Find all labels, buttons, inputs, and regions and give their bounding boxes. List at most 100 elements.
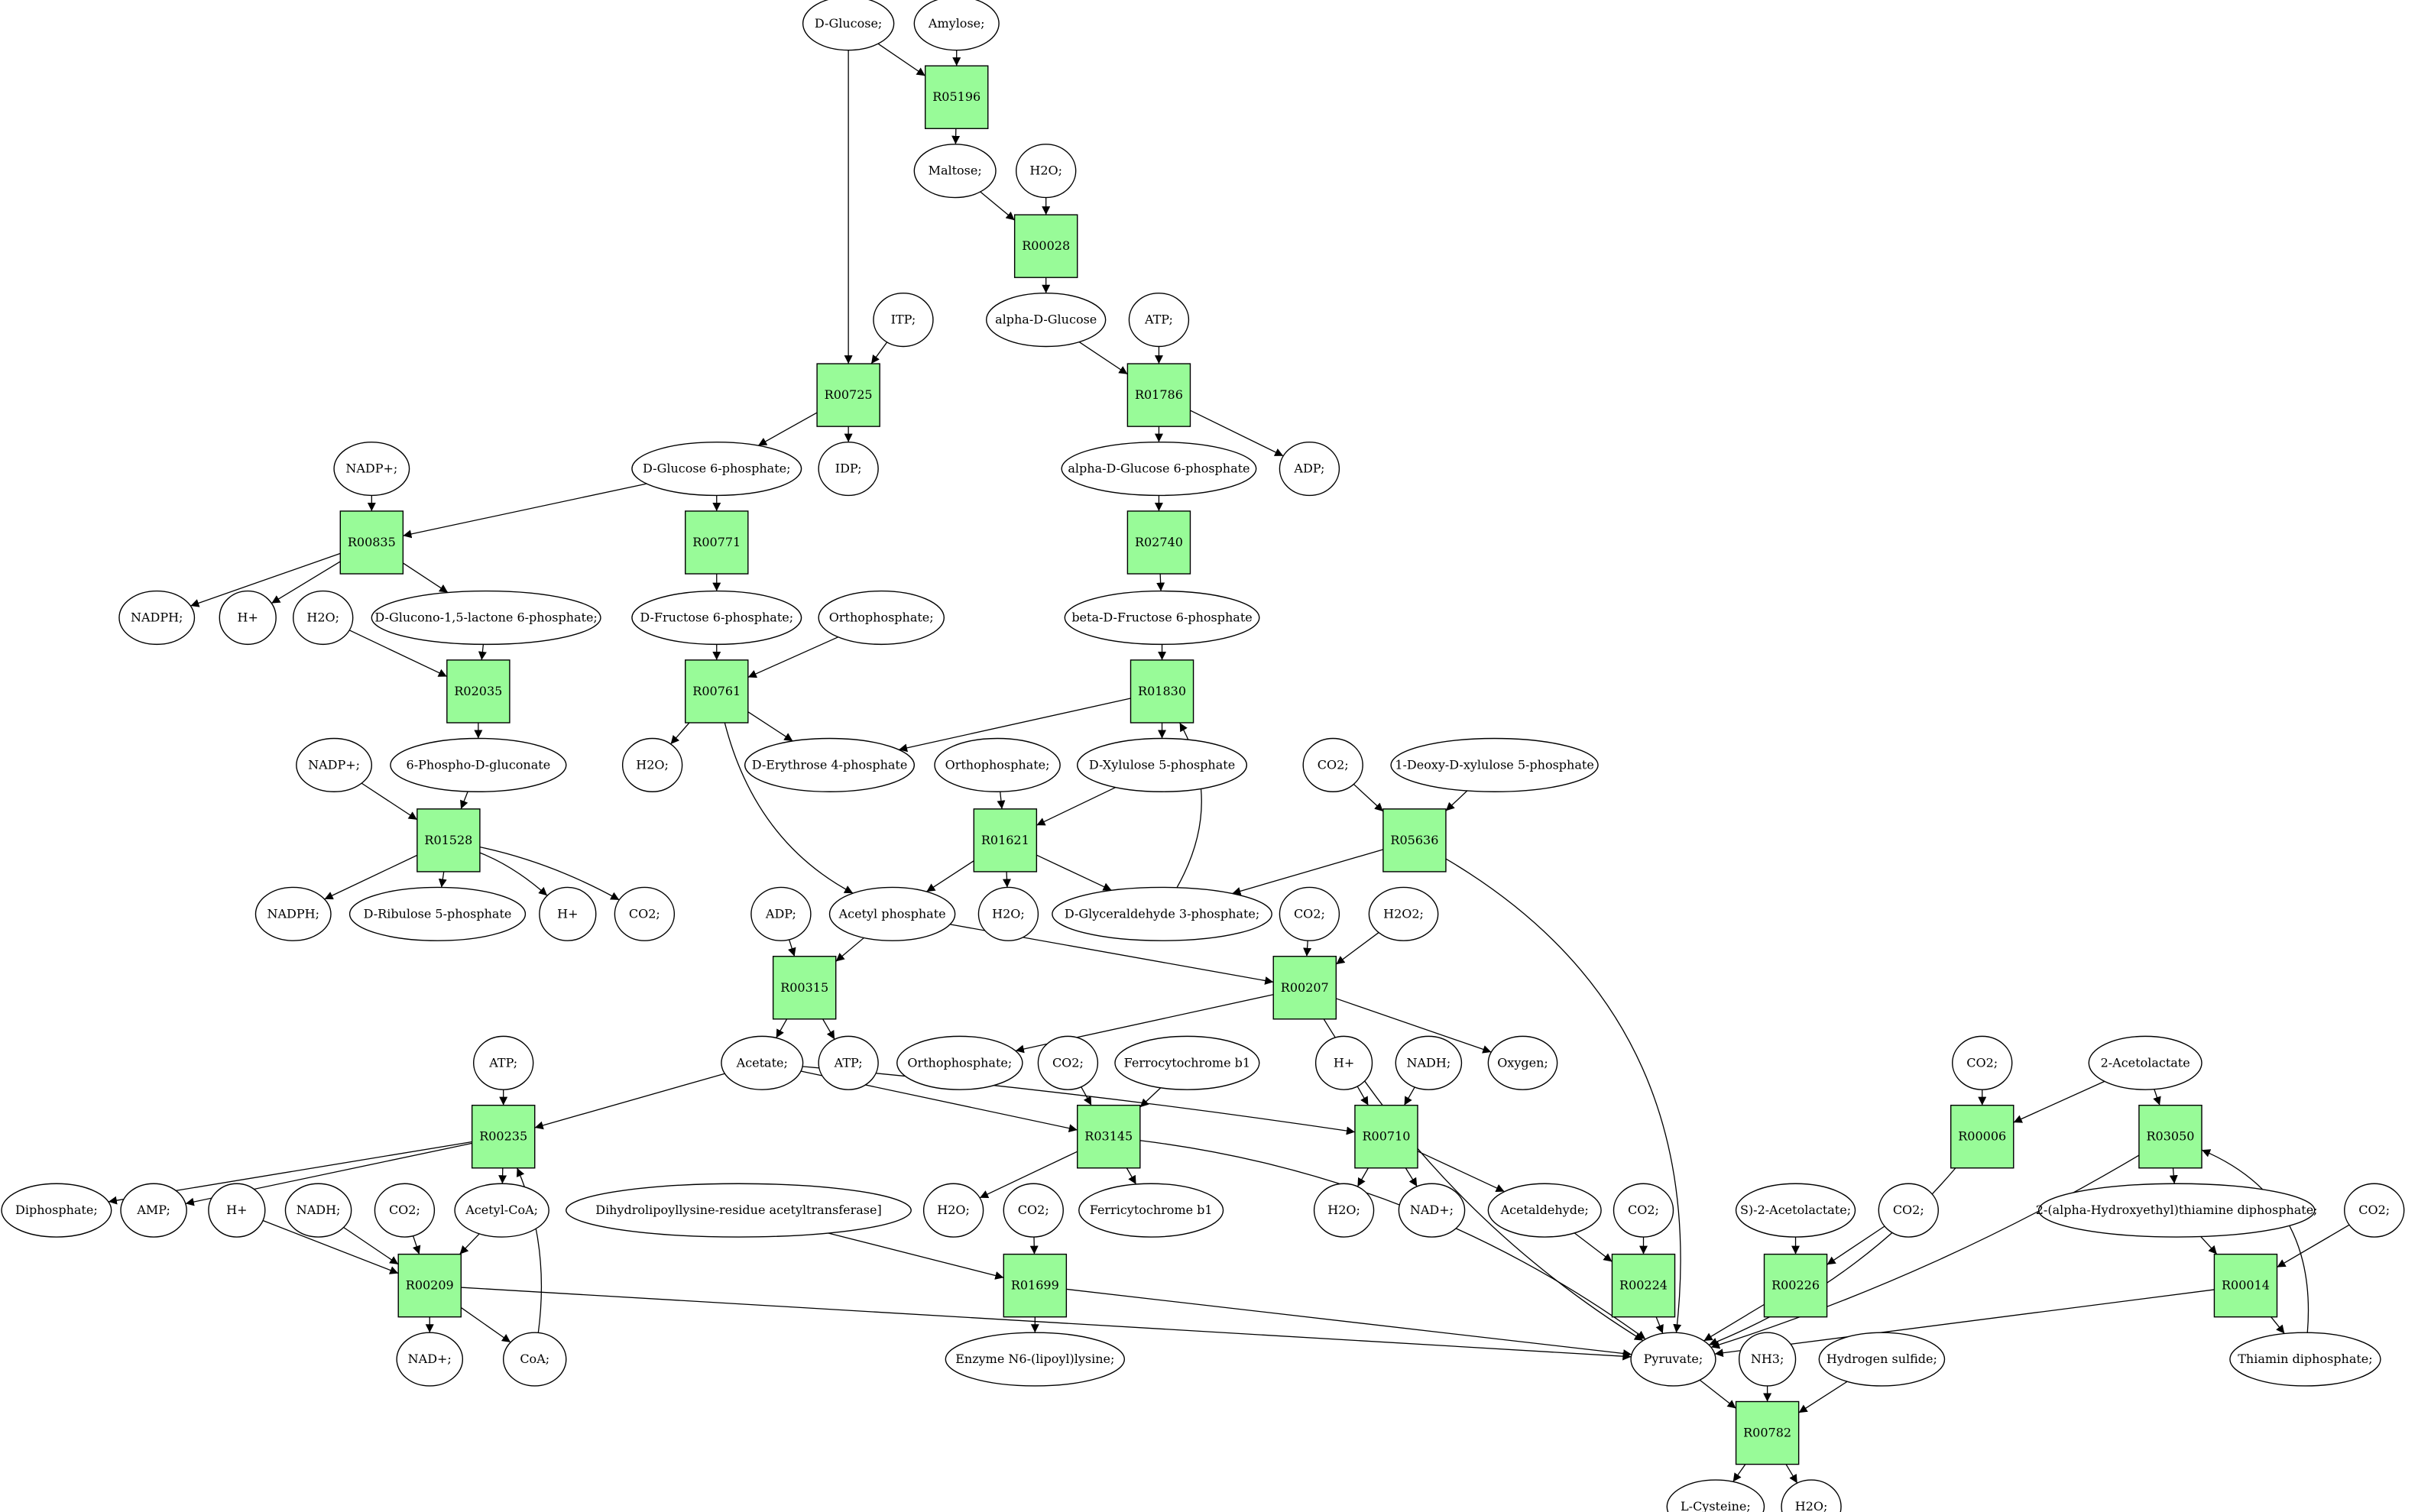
reaction-node-R00224[interactable]: R00224 <box>1611 1253 1676 1318</box>
metabolite-node-dglucose[interactable]: D-Glucose; <box>802 0 895 51</box>
metabolite-node-alphaDglucose[interactable]: alpha-D-Glucose <box>986 293 1107 348</box>
reaction-node-R00207[interactable]: R00207 <box>1272 956 1337 1020</box>
metabolite-node-hplus_b[interactable]: H+ <box>539 886 597 941</box>
reaction-node-R00710[interactable]: R00710 <box>1354 1104 1418 1169</box>
metabolite-node-nadh_a[interactable]: NADH; <box>1395 1035 1463 1090</box>
metabolite-node-atp_b[interactable]: ATP; <box>473 1035 534 1090</box>
metabolite-node-pyruvate[interactable]: Pyruvate; <box>1630 1332 1716 1387</box>
metabolite-node-thiamin[interactable]: Thiamin diphosphate; <box>2229 1332 2381 1387</box>
reaction-node-R01528[interactable]: R01528 <box>417 808 481 873</box>
metabolite-node-acetate[interactable]: Acetate; <box>721 1035 804 1090</box>
metabolite-node-h2o_g[interactable]: H2O; <box>1781 1479 1842 1512</box>
reaction-node-R00235[interactable]: R00235 <box>471 1104 536 1169</box>
metabolite-node-h2o_b[interactable]: H2O; <box>293 590 354 646</box>
reaction-node-R02740[interactable]: R02740 <box>1126 510 1191 575</box>
metabolite-node-acetylphosphate[interactable]: Acetyl phosphate <box>828 886 956 941</box>
metabolite-node-h2o_c[interactable]: H2O; <box>621 737 683 792</box>
metabolite-node-atp_c[interactable]: ATP; <box>818 1035 879 1090</box>
reaction-node-R00725[interactable]: R00725 <box>816 363 880 427</box>
reaction-node-R00028[interactable]: R00028 <box>1013 214 1078 278</box>
metabolite-node-co2_e[interactable]: CO2; <box>1952 1035 2013 1090</box>
metabolite-node-co2_j[interactable]: CO2; <box>2344 1183 2405 1238</box>
metabolite-node-nadplus_a[interactable]: NAD+; <box>1398 1183 1466 1238</box>
metabolite-node-orthophosphate_c[interactable]: Orthophosphate; <box>896 1035 1023 1090</box>
metabolite-node-ferrocytochrome[interactable]: Ferrocytochrome b1 <box>1114 1035 1260 1090</box>
reaction-node-R01699[interactable]: R01699 <box>1003 1253 1068 1318</box>
metabolite-node-h2o_a[interactable]: H2O; <box>1015 144 1077 199</box>
metabolite-node-lcysteine[interactable]: L-Cysteine; <box>1666 1479 1765 1512</box>
metabolite-node-co2_a[interactable]: CO2; <box>1302 737 1363 792</box>
metabolite-node-coa[interactable]: CoA; <box>502 1332 567 1387</box>
metabolite-node-h2o_d[interactable]: H2O; <box>977 886 1039 941</box>
metabolite-node-hplus_a[interactable]: H+ <box>219 590 277 646</box>
reaction-node-R00761[interactable]: R00761 <box>685 659 749 724</box>
metabolite-node-oxygen[interactable]: Oxygen; <box>1487 1035 1558 1090</box>
metabolite-node-h2o_f[interactable]: H2O; <box>1313 1183 1375 1238</box>
metabolite-node-nadp_b[interactable]: NADP+; <box>296 737 373 792</box>
metabolite-node-hplus_c[interactable]: H+ <box>1314 1035 1373 1090</box>
metabolite-node-co2_b[interactable]: CO2; <box>614 886 676 941</box>
metabolite-node-adp_a[interactable]: ADP; <box>1279 441 1340 497</box>
metabolite-node-h2o2[interactable]: H2O2; <box>1368 886 1439 941</box>
metabolite-node-nadh_b[interactable]: NADH; <box>284 1183 352 1238</box>
metabolite-node-itp[interactable]: ITP; <box>873 293 934 348</box>
reaction-node-R00006[interactable]: R00006 <box>1950 1104 2014 1169</box>
metabolite-node-atp_a[interactable]: ATP; <box>1128 293 1190 348</box>
reaction-node-R00771[interactable]: R00771 <box>685 510 749 575</box>
metabolite-node-co2_c[interactable]: CO2; <box>1279 886 1340 941</box>
metabolite-node-h2o_e[interactable]: H2O; <box>922 1183 984 1238</box>
reaction-node-R00014[interactable]: R00014 <box>2213 1253 2278 1318</box>
metabolite-node-nadp_a[interactable]: NADP+; <box>333 441 410 497</box>
metabolite-node-dglucono[interactable]: D-Glucono-1,5-lactone 6-phosphate; <box>371 590 601 646</box>
reaction-node-R00209[interactable]: R00209 <box>397 1253 462 1318</box>
reaction-node-R03145[interactable]: R03145 <box>1077 1104 1141 1169</box>
metabolite-node-co2_h[interactable]: CO2; <box>1613 1183 1674 1238</box>
metabolite-node-acetylcoa[interactable]: Acetyl-CoA; <box>454 1183 549 1238</box>
metabolite-node-dg6p[interactable]: D-Glucose 6-phosphate; <box>631 441 802 497</box>
metabolite-node-df6p[interactable]: D-Fructose 6-phosphate; <box>631 590 802 646</box>
metabolite-node-phosphogluconate[interactable]: 6-Phospho-D-gluconate <box>390 737 567 792</box>
reaction-node-R03050[interactable]: R03050 <box>2138 1104 2202 1169</box>
metabolite-node-nadph_b[interactable]: NADPH; <box>254 886 332 941</box>
metabolite-node-co2_d[interactable]: CO2; <box>1037 1035 1099 1090</box>
reaction-node-R01786[interactable]: R01786 <box>1126 363 1191 427</box>
reaction-node-R02035[interactable]: R02035 <box>446 659 511 724</box>
reaction-node-R00226[interactable]: R00226 <box>1763 1253 1828 1318</box>
reaction-node-R05636[interactable]: R05636 <box>1382 808 1447 873</box>
metabolite-node-orthophosphate_b[interactable]: Orthophosphate; <box>934 737 1061 792</box>
metabolite-node-orthophosphate_a[interactable]: Orthophosphate; <box>818 590 945 646</box>
reaction-node-R00835[interactable]: R00835 <box>339 510 404 575</box>
metabolite-node-acetaldehyde[interactable]: Acetaldehyde; <box>1487 1183 1602 1238</box>
metabolite-node-nadplus_b[interactable]: NAD+; <box>396 1332 464 1387</box>
metabolite-node-hydroxyethyl[interactable]: 2-(alpha-Hydroxyethyl)thiamine diphospha… <box>2036 1183 2318 1238</box>
metabolite-node-ag6p[interactable]: alpha-D-Glucose 6-phosphate <box>1061 441 1257 497</box>
metabolite-node-xylulose[interactable]: D-Xylulose 5-phosphate <box>1077 737 1248 792</box>
metabolite-node-acetolactate2[interactable]: 2-Acetolactate <box>2088 1035 2202 1090</box>
metabolite-node-co2_i[interactable]: CO2; <box>1878 1183 1939 1238</box>
metabolite-node-erythrose[interactable]: D-Erythrose 4-phosphate <box>744 737 916 792</box>
metabolite-node-enzymelipoyl[interactable]: Enzyme N6-(lipoyl)lysine; <box>945 1332 1125 1387</box>
metabolite-node-maltose[interactable]: Maltose; <box>913 144 997 199</box>
metabolite-node-nadph_a[interactable]: NADPH; <box>118 590 196 646</box>
metabolite-node-deoxyxylulose[interactable]: 1-Deoxy-D-xylulose 5-phosphate <box>1390 737 1599 792</box>
metabolite-node-co2_g[interactable]: CO2; <box>1003 1183 1064 1238</box>
reaction-node-R01830[interactable]: R01830 <box>1130 659 1194 724</box>
metabolite-node-adp_b[interactable]: ADP; <box>750 886 812 941</box>
metabolite-node-nh3[interactable]: NH3; <box>1738 1332 1797 1387</box>
metabolite-node-amylose[interactable]: Amylose; <box>913 0 1000 51</box>
metabolite-node-hplus_d[interactable]: H+ <box>208 1183 266 1238</box>
metabolite-node-ribulose[interactable]: D-Ribulose 5-phosphate <box>348 886 527 941</box>
reaction-node-R01621[interactable]: R01621 <box>973 808 1038 873</box>
metabolite-node-co2_f[interactable]: CO2; <box>374 1183 436 1238</box>
metabolite-node-sacetolactate[interactable]: S)-2-Acetolactate; <box>1735 1183 1856 1238</box>
metabolite-node-diphosphate[interactable]: Diphosphate; <box>1 1183 112 1238</box>
metabolite-node-hydrogensulfide[interactable]: Hydrogen sulfide; <box>1818 1332 1946 1387</box>
reaction-node-R00782[interactable]: R00782 <box>1735 1400 1800 1465</box>
reaction-node-R00315[interactable]: R00315 <box>772 956 837 1020</box>
metabolite-node-g3p[interactable]: D-Glyceraldehyde 3-phosphate; <box>1052 886 1272 941</box>
metabolite-node-idp[interactable]: IDP; <box>818 441 879 497</box>
metabolite-node-ferricytochrome[interactable]: Ferricytochrome b1 <box>1078 1183 1224 1238</box>
metabolite-node-bf6p[interactable]: beta-D-Fructose 6-phosphate <box>1064 590 1260 646</box>
metabolite-node-amp[interactable]: AMP; <box>120 1183 187 1238</box>
metabolite-node-dihydrolipoyl[interactable]: Dihydrolipoyllysine-residue acetyltransf… <box>566 1183 912 1238</box>
